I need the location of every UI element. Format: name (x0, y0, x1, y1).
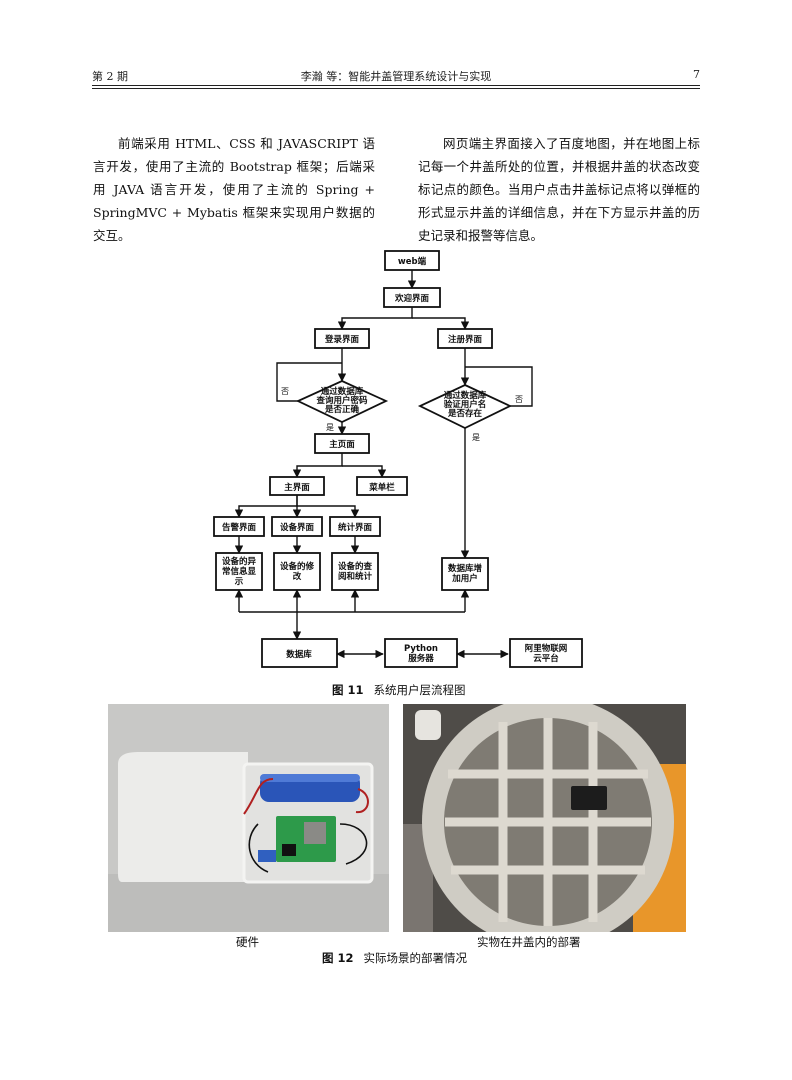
register-yes-label: 是 (472, 433, 480, 442)
node-device-label: 设备界面 (280, 522, 315, 533)
fig12-sublabel-left: 硬件 (236, 935, 259, 949)
alarm-detail-line3: 示 (234, 577, 244, 587)
flowchart-connectors (234, 270, 533, 659)
running-title: 李瀚 等：智能井盖管理系统设计与实现 (300, 70, 492, 83)
node-python-server: Python 服务器 (384, 638, 458, 668)
fig12-text: 实际场景的部署情况 (363, 951, 468, 965)
header-rule-thin (92, 88, 700, 89)
flowchart-figure: web端 欢迎界面 登录界面 注册界面 通过数据库 查询用户密码 是否正确 否 … (213, 250, 583, 668)
right-column: 网页端主界面接入了百度地图，并在地图上标记每一个井盖所处的位置，并根据井盖的状态… (418, 132, 700, 247)
decision-login-line3: 是否正确 (324, 404, 360, 415)
left-column: 前端采用 HTML、CSS 和 JAVASCRIPT 语言开发，使用了主流的 B… (93, 132, 375, 247)
node-main: 主界面 (269, 476, 325, 496)
page-number: 7 (693, 68, 700, 81)
node-stats-label: 统计界面 (338, 522, 373, 533)
decision-login-line2: 查询用户密码 (315, 395, 368, 406)
stats-detail-line1: 设备的查 (338, 561, 373, 572)
node-main-label: 主界面 (284, 482, 310, 493)
stats-detail-line2: 阅和统计 (338, 571, 373, 582)
db-add-line1: 数据库增 (448, 563, 482, 574)
decision-register-line3: 是否存在 (447, 408, 483, 419)
device-detail-line1: 设备的修 (280, 561, 315, 572)
node-menu-label: 菜单栏 (368, 482, 395, 493)
device-detail-line2: 改 (293, 571, 302, 582)
header-rule-thick (92, 85, 700, 86)
running-header: 第 2 期 李瀚 等：智能井盖管理系统设计与实现 7 (92, 68, 700, 86)
node-alarm: 告警界面 (213, 516, 265, 537)
node-homepage: 主页面 (314, 433, 370, 454)
left-paragraph: 前端采用 HTML、CSS 和 JAVASCRIPT 语言开发，使用了主流的 B… (93, 136, 375, 243)
decision-register-line1: 通过数据库 (444, 390, 487, 401)
node-login: 登录界面 (314, 328, 370, 349)
node-login-label: 登录界面 (324, 334, 360, 345)
node-database: 数据库 (261, 638, 338, 668)
node-device: 设备界面 (271, 516, 323, 537)
node-alarm-detail: 设备的异 常信息显 示 (215, 552, 263, 591)
node-register: 注册界面 (437, 328, 493, 349)
decision-login: 通过数据库 查询用户密码 是否正确 (295, 380, 389, 423)
node-device-detail: 设备的修 改 (273, 552, 321, 591)
node-web: web端 (384, 250, 440, 271)
node-stats-detail: 设备的查 阅和统计 (331, 552, 379, 591)
login-yes-label: 是 (326, 423, 334, 432)
hardware-photo (108, 704, 389, 932)
node-stats: 统计界面 (329, 516, 381, 537)
register-no-label: 否 (515, 395, 523, 404)
decision-login-line1: 通过数据库 (321, 386, 364, 397)
node-database-label: 数据库 (286, 649, 312, 660)
issue-number: 第 2 期 (92, 70, 128, 83)
node-welcome-label: 欢迎界面 (394, 293, 430, 304)
python-line1: Python (404, 644, 438, 654)
right-paragraph: 网页端主界面接入了百度地图，并在地图上标记每一个井盖所处的位置，并根据井盖的状态… (418, 136, 700, 243)
decision-register: 通过数据库 验证用户名 是否存在 (417, 384, 513, 430)
node-web-label: web端 (398, 256, 427, 267)
fig12-caption: 图 12 实际场景的部署情况 (322, 950, 467, 966)
node-homepage-label: 主页面 (329, 439, 355, 450)
fig12-sublabel-right: 实物在井盖内的部署 (477, 935, 581, 949)
node-db-add-user: 数据库增 加用户 (441, 557, 489, 591)
node-aliyun: 阿里物联网 云平台 (509, 638, 583, 668)
node-register-label: 注册界面 (448, 334, 483, 345)
decision-register-line2: 验证用户名 (444, 399, 487, 410)
fig11-text: 系统用户层流程图 (373, 683, 466, 697)
fig11-caption: 图 11 系统用户层流程图 (332, 682, 466, 698)
node-alarm-label: 告警界面 (222, 522, 257, 533)
node-welcome: 欢迎界面 (383, 287, 441, 308)
fig12-number: 图 12 (322, 951, 354, 965)
aliyun-line1: 阿里物联网 (525, 643, 568, 654)
node-menu: 菜单栏 (356, 476, 408, 496)
fig11-number: 图 11 (332, 683, 364, 697)
login-no-label: 否 (281, 387, 289, 396)
alarm-detail-line1: 设备的异 (222, 556, 257, 567)
aliyun-line2: 云平台 (533, 653, 559, 664)
alarm-detail-line2: 常信息显 (222, 566, 257, 577)
python-line2: 服务器 (408, 653, 434, 664)
db-add-line2: 加用户 (451, 573, 478, 584)
deployment-photo (403, 704, 686, 932)
